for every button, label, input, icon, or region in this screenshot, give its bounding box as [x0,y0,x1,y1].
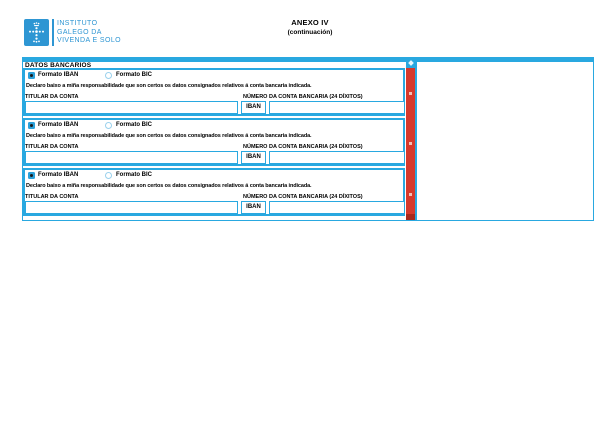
numero-conta-input[interactable] [269,101,405,114]
radio-formato-iban[interactable] [28,172,35,179]
iban-tag: IBAN [241,101,266,114]
declaration-text: Declaro baixo a miña responsabilidade qu… [26,133,312,139]
scrollbar-track[interactable] [406,68,415,220]
radio-formato-bic[interactable] [105,172,112,179]
anexo-subtitle: (continuación) [287,29,333,36]
numero-label: NÚMERO DA CONTA BANCARIA (24 DÍXITOS) [243,194,363,200]
org-name-line3: VIVENDA E SOLO [57,37,121,45]
scroll-marker-dot [409,193,412,196]
radio-formato-bic-label: Formato BIC [116,72,152,78]
declaration-text: Declaro baixo a miña responsabilidade qu… [26,183,312,189]
bank-account-block-2: Formato IBAN Formato BIC Declaro baixo a… [23,118,405,166]
org-name-line1: INSTITUTO [57,20,98,27]
numero-conta-input[interactable] [269,151,405,164]
vertical-scrollbar[interactable] [406,58,415,220]
datos-bancarios-panel: DATOS BANCARIOS Formato IBAN Formato BIC… [22,57,594,221]
iban-tag: IBAN [241,201,266,214]
titular-label: TITULAR DA CONTA [25,94,79,100]
radio-formato-iban-label: Formato IBAN [38,72,79,78]
bank-account-block-3: Formato IBAN Formato BIC Declaro baixo a… [23,168,405,216]
org-name-line2: GALEGO DA [57,28,102,36]
declaration-text: Declaro baixo a miña responsabilidade qu… [26,83,312,89]
titular-da-conta-input[interactable] [25,201,238,214]
iban-tag: IBAN [241,151,266,164]
radio-formato-iban[interactable] [28,72,35,79]
radio-formato-bic[interactable] [105,72,112,79]
panel-top-bar [23,58,593,62]
numero-label: NÚMERO DA CONTA BANCARIA (24 DÍXITOS) [243,94,363,100]
scrollbar-up-button[interactable] [406,58,415,68]
document-title: ANEXO IV (continuación) [230,18,390,36]
radio-formato-bic-label: Formato BIC [116,122,152,128]
igvs-xunta-logo-icon [24,19,49,46]
scrollbar-down-button[interactable] [406,214,415,220]
radio-formato-iban[interactable] [28,122,35,129]
section-title: DATOS BANCARIOS [25,62,92,69]
panel-inner-divider [415,58,417,220]
bank-account-block-1: Formato IBAN Formato BIC Declaro baixo a… [23,68,405,116]
radio-formato-bic-label: Formato BIC [116,172,152,178]
logo-separator [52,19,54,46]
scroll-marker-dot [409,142,412,145]
titular-label: TITULAR DA CONTA [25,144,79,150]
org-name: INSTITUTO GALEGO DA VIVENDA E SOLO [57,20,121,46]
titular-label: TITULAR DA CONTA [25,194,79,200]
scroll-marker-dot [409,92,412,95]
numero-label: NÚMERO DA CONTA BANCARIA (24 DÍXITOS) [243,144,363,150]
titular-da-conta-input[interactable] [25,151,238,164]
radio-formato-bic[interactable] [105,122,112,129]
anexo-title: ANEXO IV [291,18,329,27]
radio-formato-iban-label: Formato IBAN [38,172,79,178]
radio-formato-iban-label: Formato IBAN [38,122,79,128]
scroll-up-icon [407,60,414,66]
titular-da-conta-input[interactable] [25,101,238,114]
numero-conta-input[interactable] [269,201,405,214]
